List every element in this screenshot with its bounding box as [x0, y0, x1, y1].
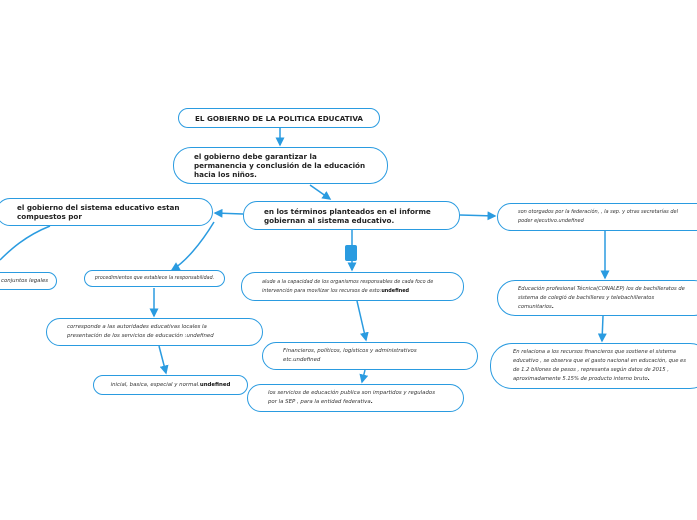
- node-permanencia-text: el gobierno debe garantizar la permanenc…: [194, 152, 366, 179]
- node-terminos[interactable]: en los términos planteados en el informe…: [243, 201, 460, 230]
- inicial-suffix: undefined: [199, 381, 231, 388]
- alude-main: alude a la capacidad de los organismos r…: [262, 278, 434, 294]
- alude-suffix: undefined: [381, 287, 410, 294]
- node-corresponde[interactable]: corresponde a las autoridades educativas…: [46, 318, 263, 346]
- node-conjuntos-text: conjuntos legales: [1, 277, 49, 284]
- node-conjuntos[interactable]: conjuntos legales: [0, 272, 57, 290]
- servicios-main: los servicios de educación publica son i…: [268, 390, 436, 405]
- node-recursos[interactable]: En relaciona a los recursos financieros …: [490, 343, 697, 389]
- node-title-text: EL GOBIERNO DE LA POLITICA EDUCATIVA: [194, 113, 363, 123]
- recursos-main: En relaciona a los recursos financieros …: [513, 349, 686, 382]
- node-compuestos[interactable]: el gobierno del sistema educativo estan …: [0, 198, 213, 226]
- node-servicios[interactable]: los servicios de educación publica son i…: [247, 384, 464, 412]
- node-permanencia[interactable]: el gobierno debe garantizar la permanenc…: [173, 147, 388, 184]
- node-inicial[interactable]: inicial, basica, especial y normal.undef…: [93, 375, 248, 395]
- node-otorgados[interactable]: son otorgados por la federación, , la se…: [497, 203, 697, 231]
- node-terminos-text: en los términos planteados en el informe…: [264, 206, 431, 225]
- node-servicios-text: los servicios de educación publica son i…: [268, 389, 443, 407]
- node-title[interactable]: EL GOBIERNO DE LA POLITICA EDUCATIVA: [178, 108, 380, 128]
- node-alude[interactable]: alude a la capacidad de los organismos r…: [241, 272, 464, 301]
- conalep-suffix: .: [551, 303, 554, 310]
- collapse-handle[interactable]: [345, 245, 357, 261]
- node-recursos-text: En relaciona a los recursos financieros …: [513, 348, 689, 384]
- node-procedimientos-text: procedimientos que establece la responsa…: [94, 276, 215, 281]
- node-alude-text: alude a la capacidad de los organismos r…: [262, 278, 443, 296]
- node-corresponde-text: corresponde a las autoridades educativas…: [67, 324, 214, 339]
- node-procedimientos[interactable]: procedimientos que establece la responsa…: [84, 270, 225, 287]
- node-inicial-text: inicial, basica, especial y normal.undef…: [111, 381, 231, 390]
- recursos-suffix: .: [647, 376, 650, 382]
- node-financieros-text: Financieros, políticos, logísticos y adm…: [283, 348, 417, 363]
- node-conalep[interactable]: Educación profesional Técnica(CONALEP) l…: [497, 280, 697, 316]
- inicial-main: inicial, basica, especial y normal.: [110, 381, 200, 388]
- node-compuestos-text: el gobierno del sistema educativo estan …: [17, 203, 180, 221]
- node-otorgados-text: son otorgados por la federación, , la se…: [518, 209, 678, 224]
- node-conalep-text: Educación profesional Técnica(CONALEP) l…: [518, 285, 691, 312]
- conalep-main: Educación profesional Técnica(CONALEP) l…: [518, 285, 685, 310]
- node-financieros[interactable]: Financieros, políticos, logísticos y adm…: [262, 342, 478, 370]
- servicios-suffix: .: [370, 399, 373, 405]
